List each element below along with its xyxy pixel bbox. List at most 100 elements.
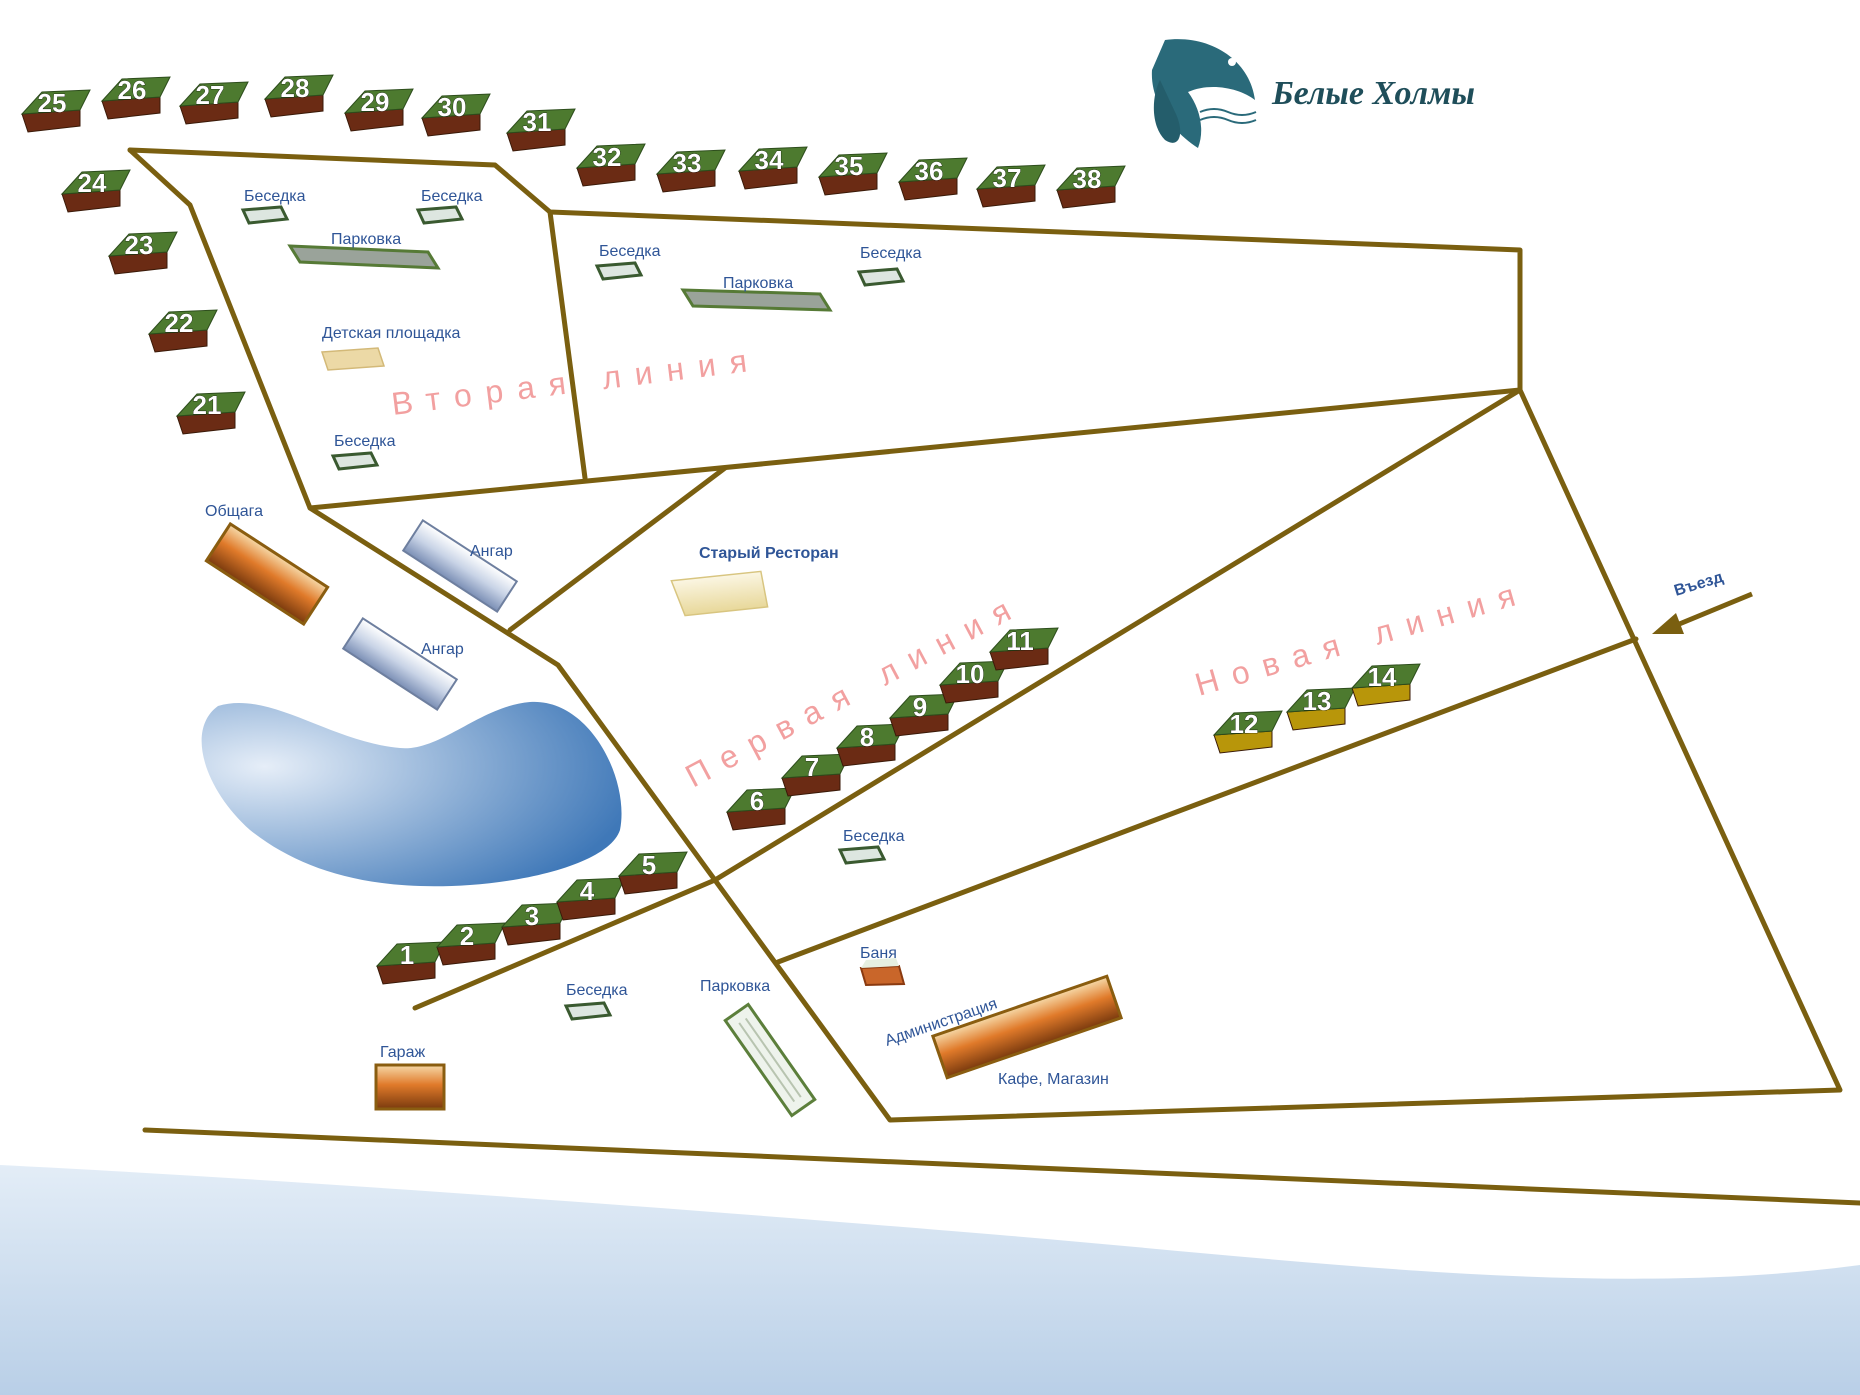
parking-3-label: Парковка xyxy=(700,978,770,995)
arbor-6-label: Беседка xyxy=(843,828,905,845)
arbor-5-label: Беседка xyxy=(334,433,396,450)
cabin-number: 5 xyxy=(642,850,656,880)
arbor-3-label: Беседка xyxy=(599,243,661,260)
parking-2-label: Парковка xyxy=(723,275,793,292)
cabin-33[interactable]: 33 xyxy=(655,148,726,193)
lake xyxy=(201,701,622,887)
hangar-2[interactable] xyxy=(341,617,459,711)
entrance-arrow xyxy=(1652,591,1753,634)
brand-name: Белые Холмы xyxy=(1271,75,1475,112)
garage-label: Гараж xyxy=(380,1044,425,1061)
cabin-number: 22 xyxy=(165,308,194,338)
cabin-number: 37 xyxy=(993,163,1022,193)
fish-emblem-icon xyxy=(1151,39,1257,148)
cabin-number: 32 xyxy=(593,142,622,172)
cabin-number: 2 xyxy=(460,921,474,951)
arbor-7-label: Беседка xyxy=(566,982,628,999)
cafe-label: Кафе, Магазин xyxy=(998,1071,1109,1088)
cabin-4[interactable]: 4 xyxy=(555,876,626,921)
cabin-7[interactable]: 7 xyxy=(780,752,851,797)
cabin-number: 14 xyxy=(1368,662,1397,692)
roads xyxy=(127,147,1860,1206)
playground-label: Детская площадка xyxy=(322,325,461,342)
cabin-8[interactable]: 8 xyxy=(835,722,906,767)
cabin-number: 23 xyxy=(125,230,154,260)
cabin-37[interactable]: 37 xyxy=(975,163,1046,208)
cabin-number: 38 xyxy=(1073,164,1102,194)
arbor-2[interactable] xyxy=(415,205,465,225)
cabin-3[interactable]: 3 xyxy=(500,901,571,946)
cabin-10[interactable]: 10 xyxy=(938,659,1009,704)
parking-3[interactable] xyxy=(723,1002,817,1118)
cabin-29[interactable]: 29 xyxy=(343,87,414,132)
cabin-number: 1 xyxy=(400,940,414,970)
cabin-number: 29 xyxy=(361,87,390,117)
cabin-number: 34 xyxy=(755,145,784,175)
hangar-1-label: Ангар xyxy=(470,543,513,560)
arbor-7[interactable] xyxy=(563,1001,613,1021)
dorm-label: Общага xyxy=(205,503,263,520)
cabin-24[interactable]: 24 xyxy=(60,168,131,213)
old-restaurant[interactable] xyxy=(670,570,769,617)
administration-building[interactable] xyxy=(930,974,1124,1080)
cabin-number: 27 xyxy=(196,80,225,110)
parking-2[interactable] xyxy=(680,288,833,312)
cabin-34[interactable]: 34 xyxy=(737,145,808,190)
cabin-number: 4 xyxy=(580,876,595,906)
cabin-14[interactable]: 14 xyxy=(1350,662,1421,707)
cabin-13[interactable]: 13 xyxy=(1285,686,1356,731)
brand-logo: Белые Холмы xyxy=(1151,39,1475,148)
cabin-22[interactable]: 22 xyxy=(147,308,218,353)
cabin-21[interactable]: 21 xyxy=(175,390,246,435)
cabin-32[interactable]: 32 xyxy=(575,142,646,187)
cabin-number: 31 xyxy=(523,107,552,137)
arbor-1-label: Беседка xyxy=(244,188,306,205)
cabin-36[interactable]: 36 xyxy=(897,156,968,201)
arbor-5[interactable] xyxy=(330,451,380,471)
arbor-1[interactable] xyxy=(240,205,290,225)
dorm-building[interactable] xyxy=(204,521,330,627)
cabin-1[interactable]: 1 xyxy=(375,940,446,985)
cabin-number: 21 xyxy=(193,390,222,420)
cabin-25[interactable]: 25 xyxy=(20,88,91,133)
cabin-5[interactable]: 5 xyxy=(617,850,688,895)
playground[interactable] xyxy=(320,347,386,371)
cabin-number: 6 xyxy=(750,786,764,816)
cabin-number: 28 xyxy=(281,73,310,103)
cabin-12[interactable]: 12 xyxy=(1212,709,1283,754)
parking-1[interactable] xyxy=(287,244,441,270)
cabin-number: 7 xyxy=(805,752,819,782)
arbor-4-label: Беседка xyxy=(860,245,922,262)
cabin-23[interactable]: 23 xyxy=(107,230,178,275)
entrance-label: Въезд xyxy=(1672,569,1725,600)
cabin-9[interactable]: 9 xyxy=(888,692,959,737)
cabin-35[interactable]: 35 xyxy=(817,151,888,196)
cabin-26[interactable]: 26 xyxy=(100,75,171,120)
cabin-38[interactable]: 38 xyxy=(1055,164,1126,209)
arbor-3[interactable] xyxy=(594,261,644,281)
cabin-11[interactable]: 11 xyxy=(988,626,1059,671)
cabin-number: 8 xyxy=(860,722,874,752)
bath-building[interactable] xyxy=(859,958,906,987)
cabin-number: 33 xyxy=(673,148,702,178)
cabin-number: 26 xyxy=(118,75,147,105)
arbor-2-label: Беседка xyxy=(421,188,483,205)
arbor-6[interactable] xyxy=(837,845,887,865)
arbor-4[interactable] xyxy=(856,267,906,287)
garage-building[interactable] xyxy=(374,1063,446,1111)
cabin-number: 30 xyxy=(438,92,467,122)
cabin-30[interactable]: 30 xyxy=(420,92,491,137)
cabin-number: 24 xyxy=(78,168,107,198)
cabin-2[interactable]: 2 xyxy=(435,921,506,966)
bath-label: Баня xyxy=(860,945,897,962)
cabin-number: 11 xyxy=(1006,626,1034,656)
cabin-6[interactable]: 6 xyxy=(725,786,796,831)
cabin-27[interactable]: 27 xyxy=(178,80,249,125)
cabin-number: 9 xyxy=(913,692,927,722)
cabin-31[interactable]: 31 xyxy=(505,107,576,152)
hangar-1[interactable] xyxy=(401,519,519,613)
cabin-28[interactable]: 28 xyxy=(263,73,334,118)
parking-1-label: Парковка xyxy=(331,231,401,248)
cabin-number: 13 xyxy=(1303,686,1332,716)
